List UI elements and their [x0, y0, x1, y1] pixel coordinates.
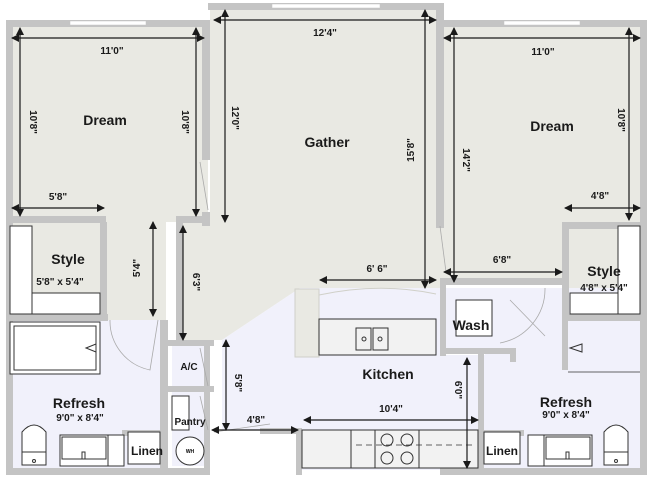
closet-shelf-left-horizontal — [31, 292, 101, 315]
door-dream-right — [439, 225, 447, 273]
dimension-lines — [11, 9, 641, 469]
washer — [455, 299, 493, 337]
door-dream-left — [199, 161, 209, 211]
kitchen-left-dim-h: 4'8" — [247, 415, 266, 426]
island-bar — [294, 288, 320, 358]
kitchen-height: 6'0" — [452, 381, 463, 400]
refresh-left-label: Refresh — [53, 395, 105, 411]
shower-head-icon-right — [568, 343, 583, 353]
ac-floor — [172, 344, 208, 388]
sink-basin-1 — [355, 327, 372, 351]
water-heater — [175, 436, 205, 466]
style-right-label: Style — [587, 263, 621, 279]
pantry-shelf — [171, 395, 190, 431]
range-cooktop — [374, 429, 420, 469]
closet-shelf-right-horizontal — [569, 292, 619, 315]
style-right-size: 4'8" x 5'4" — [580, 283, 628, 294]
ac-label: A/C — [180, 362, 197, 373]
toilet-right — [603, 424, 629, 466]
kitchen-left-dim-v: 5'8" — [232, 374, 243, 393]
wash-label: Wash — [453, 317, 490, 333]
dream-right-height-right: 10'8" — [615, 108, 626, 132]
dream-left-width: 11'0" — [100, 46, 124, 57]
gather-label: Gather — [304, 134, 350, 150]
sink-basin-2 — [372, 327, 389, 351]
gather-height-right: 15'8" — [406, 138, 417, 162]
refresh-right-size: 9'0" x 8'4" — [542, 410, 590, 421]
hall-dim-5-4: 5'4" — [132, 259, 143, 278]
vanity-left — [59, 434, 109, 467]
fixtures — [9, 225, 641, 469]
labels: Dream 11'0" 10'8" 10'8" 5'8" Gather 12'4… — [27, 28, 628, 458]
hall-dim-6-8: 6'8" — [493, 255, 512, 266]
gather-lower-floor — [180, 222, 440, 340]
door-refresh-right — [499, 287, 546, 344]
dream-right-height-left: 14'2" — [460, 148, 471, 172]
linen-right-shelf — [483, 431, 521, 465]
door-refresh-left — [109, 319, 159, 371]
hall-wet-floor — [106, 320, 168, 360]
kitchen-width: 10'4" — [379, 404, 403, 415]
refresh-right-label: Refresh — [540, 394, 592, 410]
door-ac — [199, 347, 209, 387]
dream-right-width: 11'0" — [531, 47, 555, 58]
dream-right-closet-dim: 4'8" — [591, 191, 610, 202]
shower-head-icon — [84, 343, 97, 353]
dream-left-height-right: 10'8" — [179, 110, 190, 134]
vanity-right — [543, 434, 593, 467]
linen-right-label: Linen — [486, 444, 518, 458]
doors — [109, 161, 546, 433]
dream-left-floor — [8, 26, 208, 222]
window-gather — [271, 3, 381, 9]
style-left-label: Style — [51, 251, 85, 267]
water-heater-label: WH — [186, 449, 195, 455]
closet-shelf-left-vertical — [9, 225, 33, 315]
linen-left-shelf — [127, 431, 161, 465]
window-dream-right — [503, 20, 581, 26]
closet-shelf-right-vertical — [617, 225, 641, 315]
hall-dim-6-3: 6'3" — [190, 273, 201, 292]
dream-left-label: Dream — [83, 112, 127, 128]
toilet-left — [21, 424, 47, 466]
gather-bottom-dim: 6' 6" — [366, 264, 387, 275]
gather-width: 12'4" — [313, 28, 337, 39]
bathtub-inner — [13, 325, 97, 371]
dream-right-label: Dream — [530, 118, 574, 134]
door-pantry — [199, 395, 209, 431]
style-left-size: 5'8" x 5'4" — [36, 277, 84, 288]
gather-height-left: 12'0" — [229, 106, 240, 130]
dream-left-height-left: 10'8" — [27, 110, 38, 134]
dream-left-closet-dim: 5'8" — [49, 192, 68, 203]
refresh-left-size: 9'0" x 8'4" — [56, 413, 104, 424]
windows — [69, 3, 581, 26]
pantry-label: Pantry — [174, 417, 206, 428]
kitchen-label: Kitchen — [362, 366, 413, 382]
linen-left-label: Linen — [131, 444, 163, 458]
window-dream-left — [69, 20, 147, 26]
